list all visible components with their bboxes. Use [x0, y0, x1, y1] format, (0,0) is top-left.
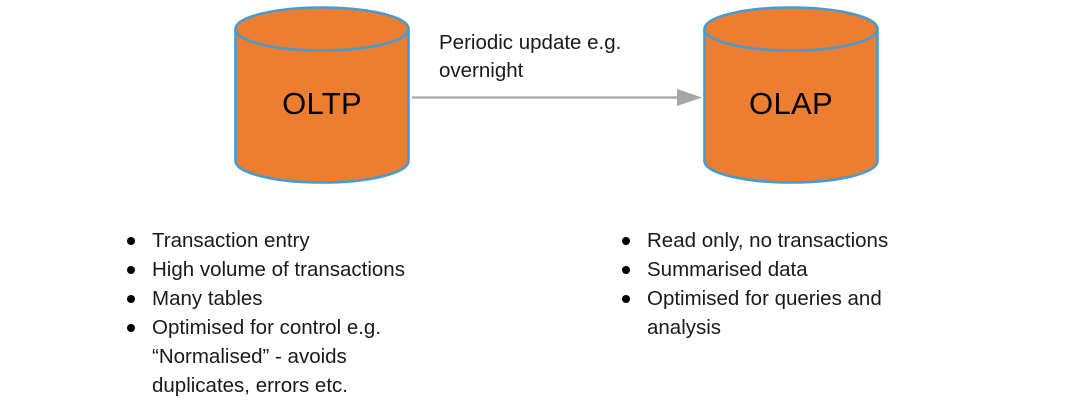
list-item: Optimised for control e.g. “Normalised” … — [126, 313, 526, 400]
list-item-label: High volume of transactions — [152, 258, 405, 281]
list-item: High volume of transactions — [126, 255, 526, 284]
list-item: Read only, no transactions — [621, 226, 1011, 255]
cylinder-shape-icon — [703, 6, 879, 184]
olap-feature-list: Read only, no transactions Summarised da… — [621, 226, 1011, 342]
list-item-label: Transaction entry — [152, 229, 310, 252]
bullet-dot-icon — [127, 295, 135, 303]
connector-arrow-icon — [412, 89, 702, 106]
list-item-label: Many tables — [152, 287, 263, 310]
oltp-feature-list: Transaction entry High volume of transac… — [126, 226, 526, 400]
bullet-dot-icon — [622, 295, 630, 303]
bullet-dot-icon — [127, 324, 135, 332]
list-item-label: Optimised for control e.g. “Normalised” … — [152, 316, 382, 397]
list-item: Optimised for queries and analysis — [621, 284, 1011, 342]
list-item: Summarised data — [621, 255, 1011, 284]
bullet-dot-icon — [622, 237, 630, 245]
connector-label: Periodic update e.g. overnight — [439, 31, 622, 82]
bullet-dot-icon — [127, 237, 135, 245]
bullet-dot-icon — [127, 266, 135, 274]
bullet-dot-icon — [622, 266, 630, 274]
list-item-label: Optimised for queries and analysis — [647, 287, 882, 339]
cylinder-shape-icon — [234, 6, 410, 184]
node-olap-cylinder[interactable]: OLAP — [702, 5, 880, 185]
node-oltp-cylinder[interactable]: OLTP — [233, 5, 411, 185]
list-item: Transaction entry — [126, 226, 526, 255]
list-item-label: Read only, no transactions — [647, 229, 889, 252]
list-item-label: Summarised data — [647, 258, 808, 281]
list-item: Many tables — [126, 284, 526, 313]
